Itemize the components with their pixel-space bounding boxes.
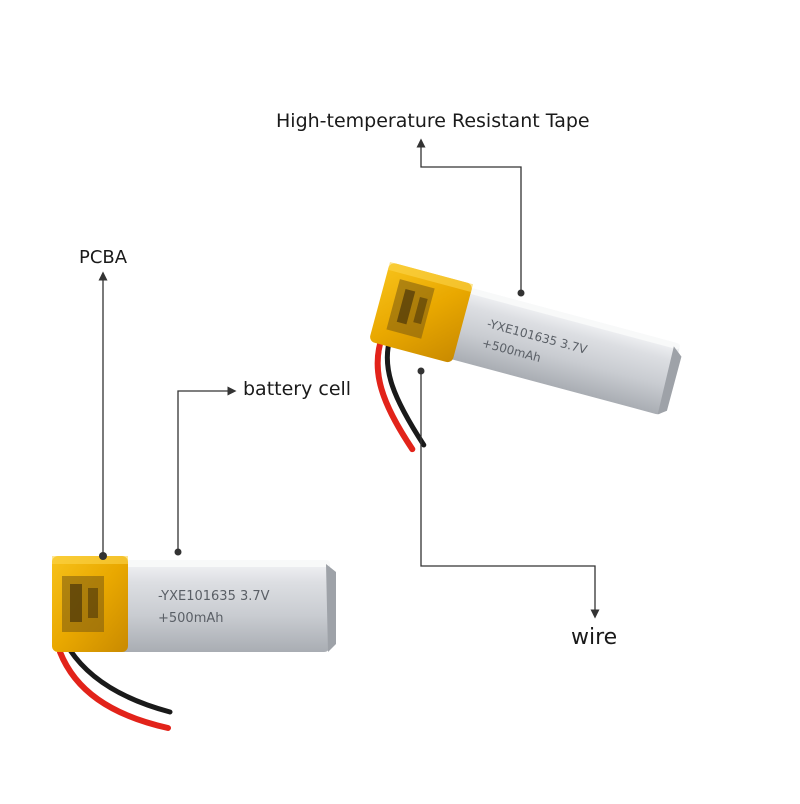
leader-battery-cell — [174, 386, 237, 556]
wire-black-2 — [384, 334, 427, 448]
cell-capacity-text-1: +500mAh — [158, 611, 224, 626]
cell-model-text-1: -YXE101635 3.7V — [158, 589, 270, 604]
wire-black-1 — [67, 647, 173, 715]
battery-body-2 — [448, 287, 680, 415]
leader-wire — [417, 367, 600, 619]
label-wire: wire — [571, 625, 618, 650]
battery-top-right: -YXE101635 3.7V +500mAh — [370, 262, 682, 453]
leader-pcba — [98, 271, 108, 560]
label-battery-cell: battery cell — [243, 378, 352, 400]
label-high-temperature-tape: High-temperature Resistant Tape — [276, 110, 590, 132]
wire-red-2 — [374, 331, 416, 453]
label-pcba: PCBA — [79, 247, 128, 268]
wire-red-1 — [57, 649, 171, 731]
battery-bottom-left: -YXE101635 3.7V +500mAh — [52, 556, 336, 731]
leader-tape — [416, 138, 525, 297]
battery-body-1 — [118, 560, 330, 652]
